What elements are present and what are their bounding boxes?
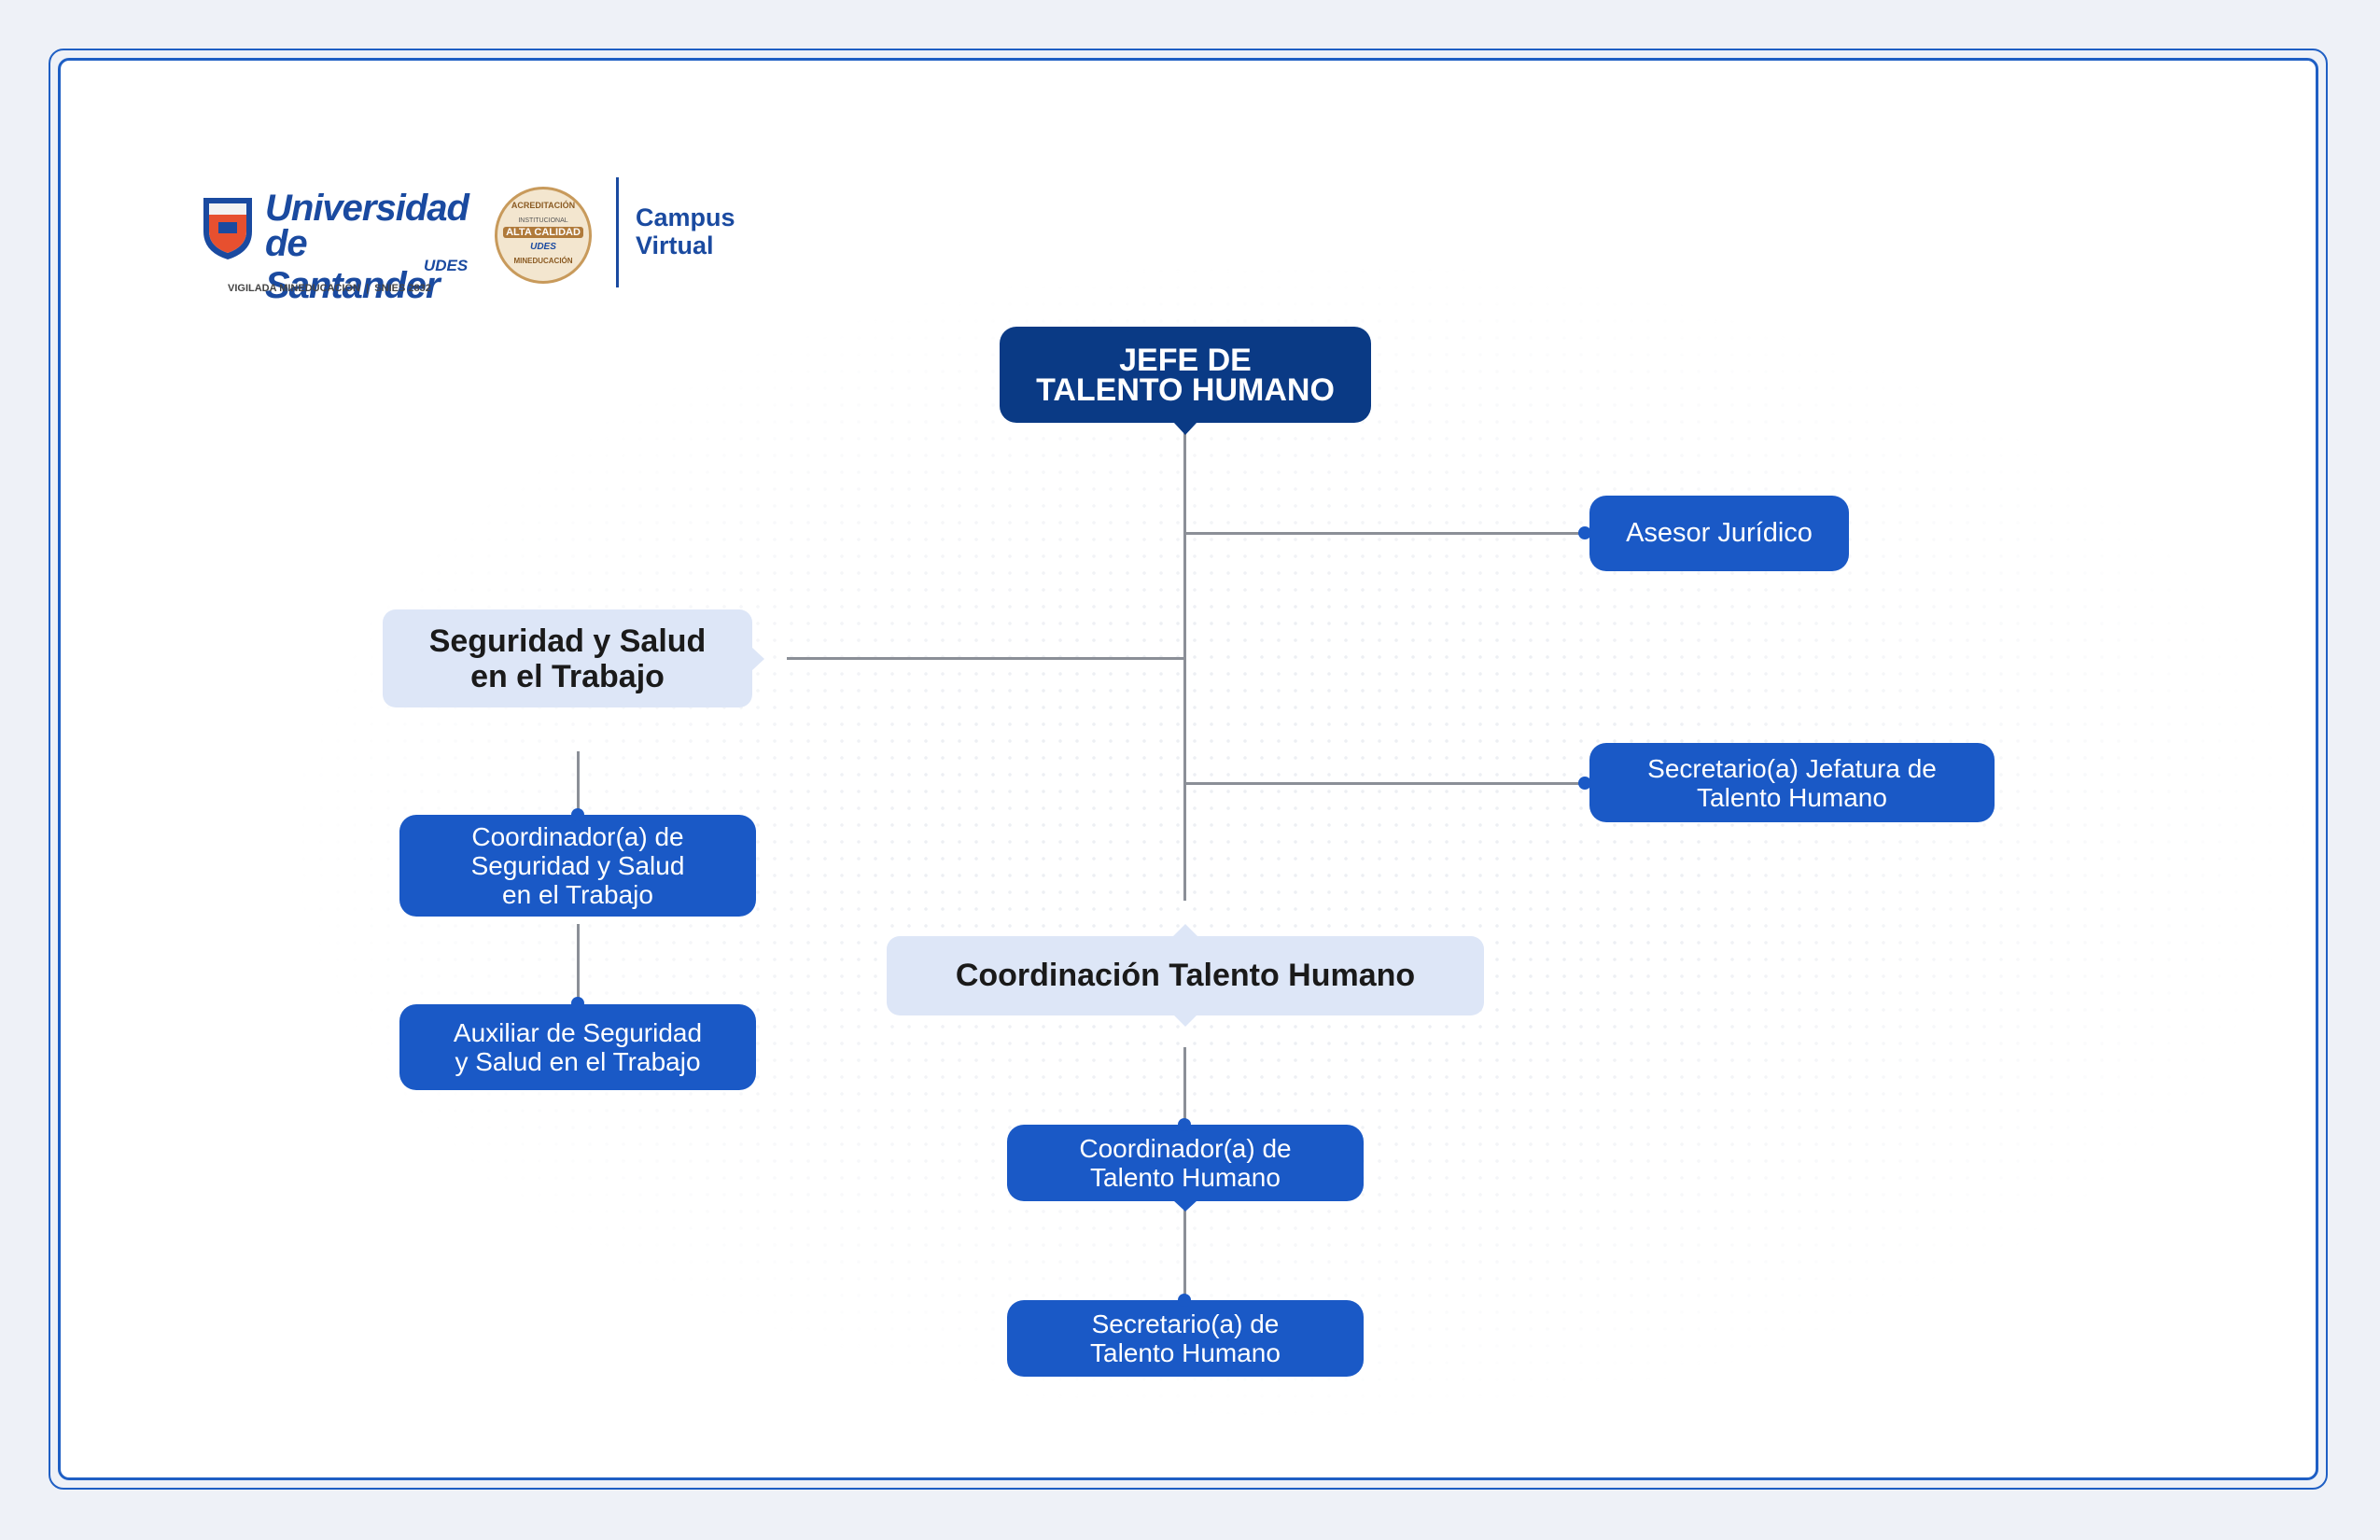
header-divider xyxy=(616,177,619,287)
connector-main-vertical xyxy=(1183,429,1186,901)
sst-pointer xyxy=(751,647,764,671)
node-secretario-jefatura: Secretario(a) Jefatura de Talento Humano xyxy=(1589,743,1995,822)
seal-alta-calidad-text: ALTA CALIDAD xyxy=(503,227,583,238)
coord-th-pointer xyxy=(1173,1200,1197,1211)
university-logo: Universidad de Santander UDES VIGILADA M… xyxy=(202,188,482,306)
seal-institucional-text: INSTITUCIONAL xyxy=(518,217,568,224)
node-coordinador-talento-humano: Coordinador(a) de Talento Humano xyxy=(1007,1125,1364,1201)
seal-bottom-text: MINEDUCACIÓN xyxy=(513,257,573,265)
connector-dot-secretario-th xyxy=(1178,1294,1191,1307)
node-coordinacion-talento-humano: Coordinación Talento Humano xyxy=(887,936,1484,1015)
connector-to-secretario-jefatura xyxy=(1185,782,1585,785)
node-asesor-juridico: Asesor Jurídico xyxy=(1589,496,1849,571)
connector-dot-asesor xyxy=(1578,526,1591,539)
node-secretario-talento-humano: Secretario(a) de Talento Humano xyxy=(1007,1300,1364,1377)
coordinacion-pointer-top xyxy=(1173,924,1197,936)
vigilada-text: VIGILADA MINEDUCACIÓN | SNIES 2832 xyxy=(228,283,431,294)
connector-sst-to-coord xyxy=(577,751,580,815)
shield-icon xyxy=(203,198,252,259)
outer-frame xyxy=(49,49,2328,1490)
campus-text: Campus xyxy=(636,203,735,231)
root-pointer xyxy=(1173,422,1197,435)
university-name-line2: de Santander xyxy=(265,223,441,306)
connector-dot-coord-th xyxy=(1178,1118,1191,1131)
node-auxiliar-sst: Auxiliar de Seguridad y Salud en el Trab… xyxy=(399,1004,756,1090)
coordinacion-pointer-bottom xyxy=(1173,1015,1197,1027)
university-name-line1: Universidad xyxy=(265,188,469,229)
node-seguridad-salud-trabajo: Seguridad y Salud en el Trabajo xyxy=(383,609,752,707)
seal-udes-text: UDES xyxy=(530,242,556,252)
node-coordinador-sst: Coordinador(a) de Seguridad y Salud en e… xyxy=(399,815,756,917)
connector-dot-secretario-jefatura xyxy=(1578,777,1591,790)
virtual-text: Virtual xyxy=(636,231,714,259)
connector-dot-aux-sst xyxy=(571,997,584,1010)
seal-top-text: ACREDITACIÓN xyxy=(511,201,576,210)
accreditation-seal: ACREDITACIÓN INSTITUCIONAL ALTA CALIDAD … xyxy=(495,187,592,284)
connector-coord-to-aux xyxy=(577,924,580,1001)
connector-dot-coord-sst xyxy=(571,808,584,821)
node-jefe-talento-humano: JEFE DE TALENTO HUMANO xyxy=(1000,327,1371,423)
connector-to-sst xyxy=(787,657,1185,660)
connector-coordinacion-to-coord xyxy=(1183,1047,1186,1122)
connector-to-asesor xyxy=(1185,532,1585,535)
university-abbr: UDES xyxy=(424,257,469,274)
campus-virtual-label: Campus Virtual xyxy=(636,203,735,259)
connector-coord-to-secretario xyxy=(1183,1204,1186,1303)
